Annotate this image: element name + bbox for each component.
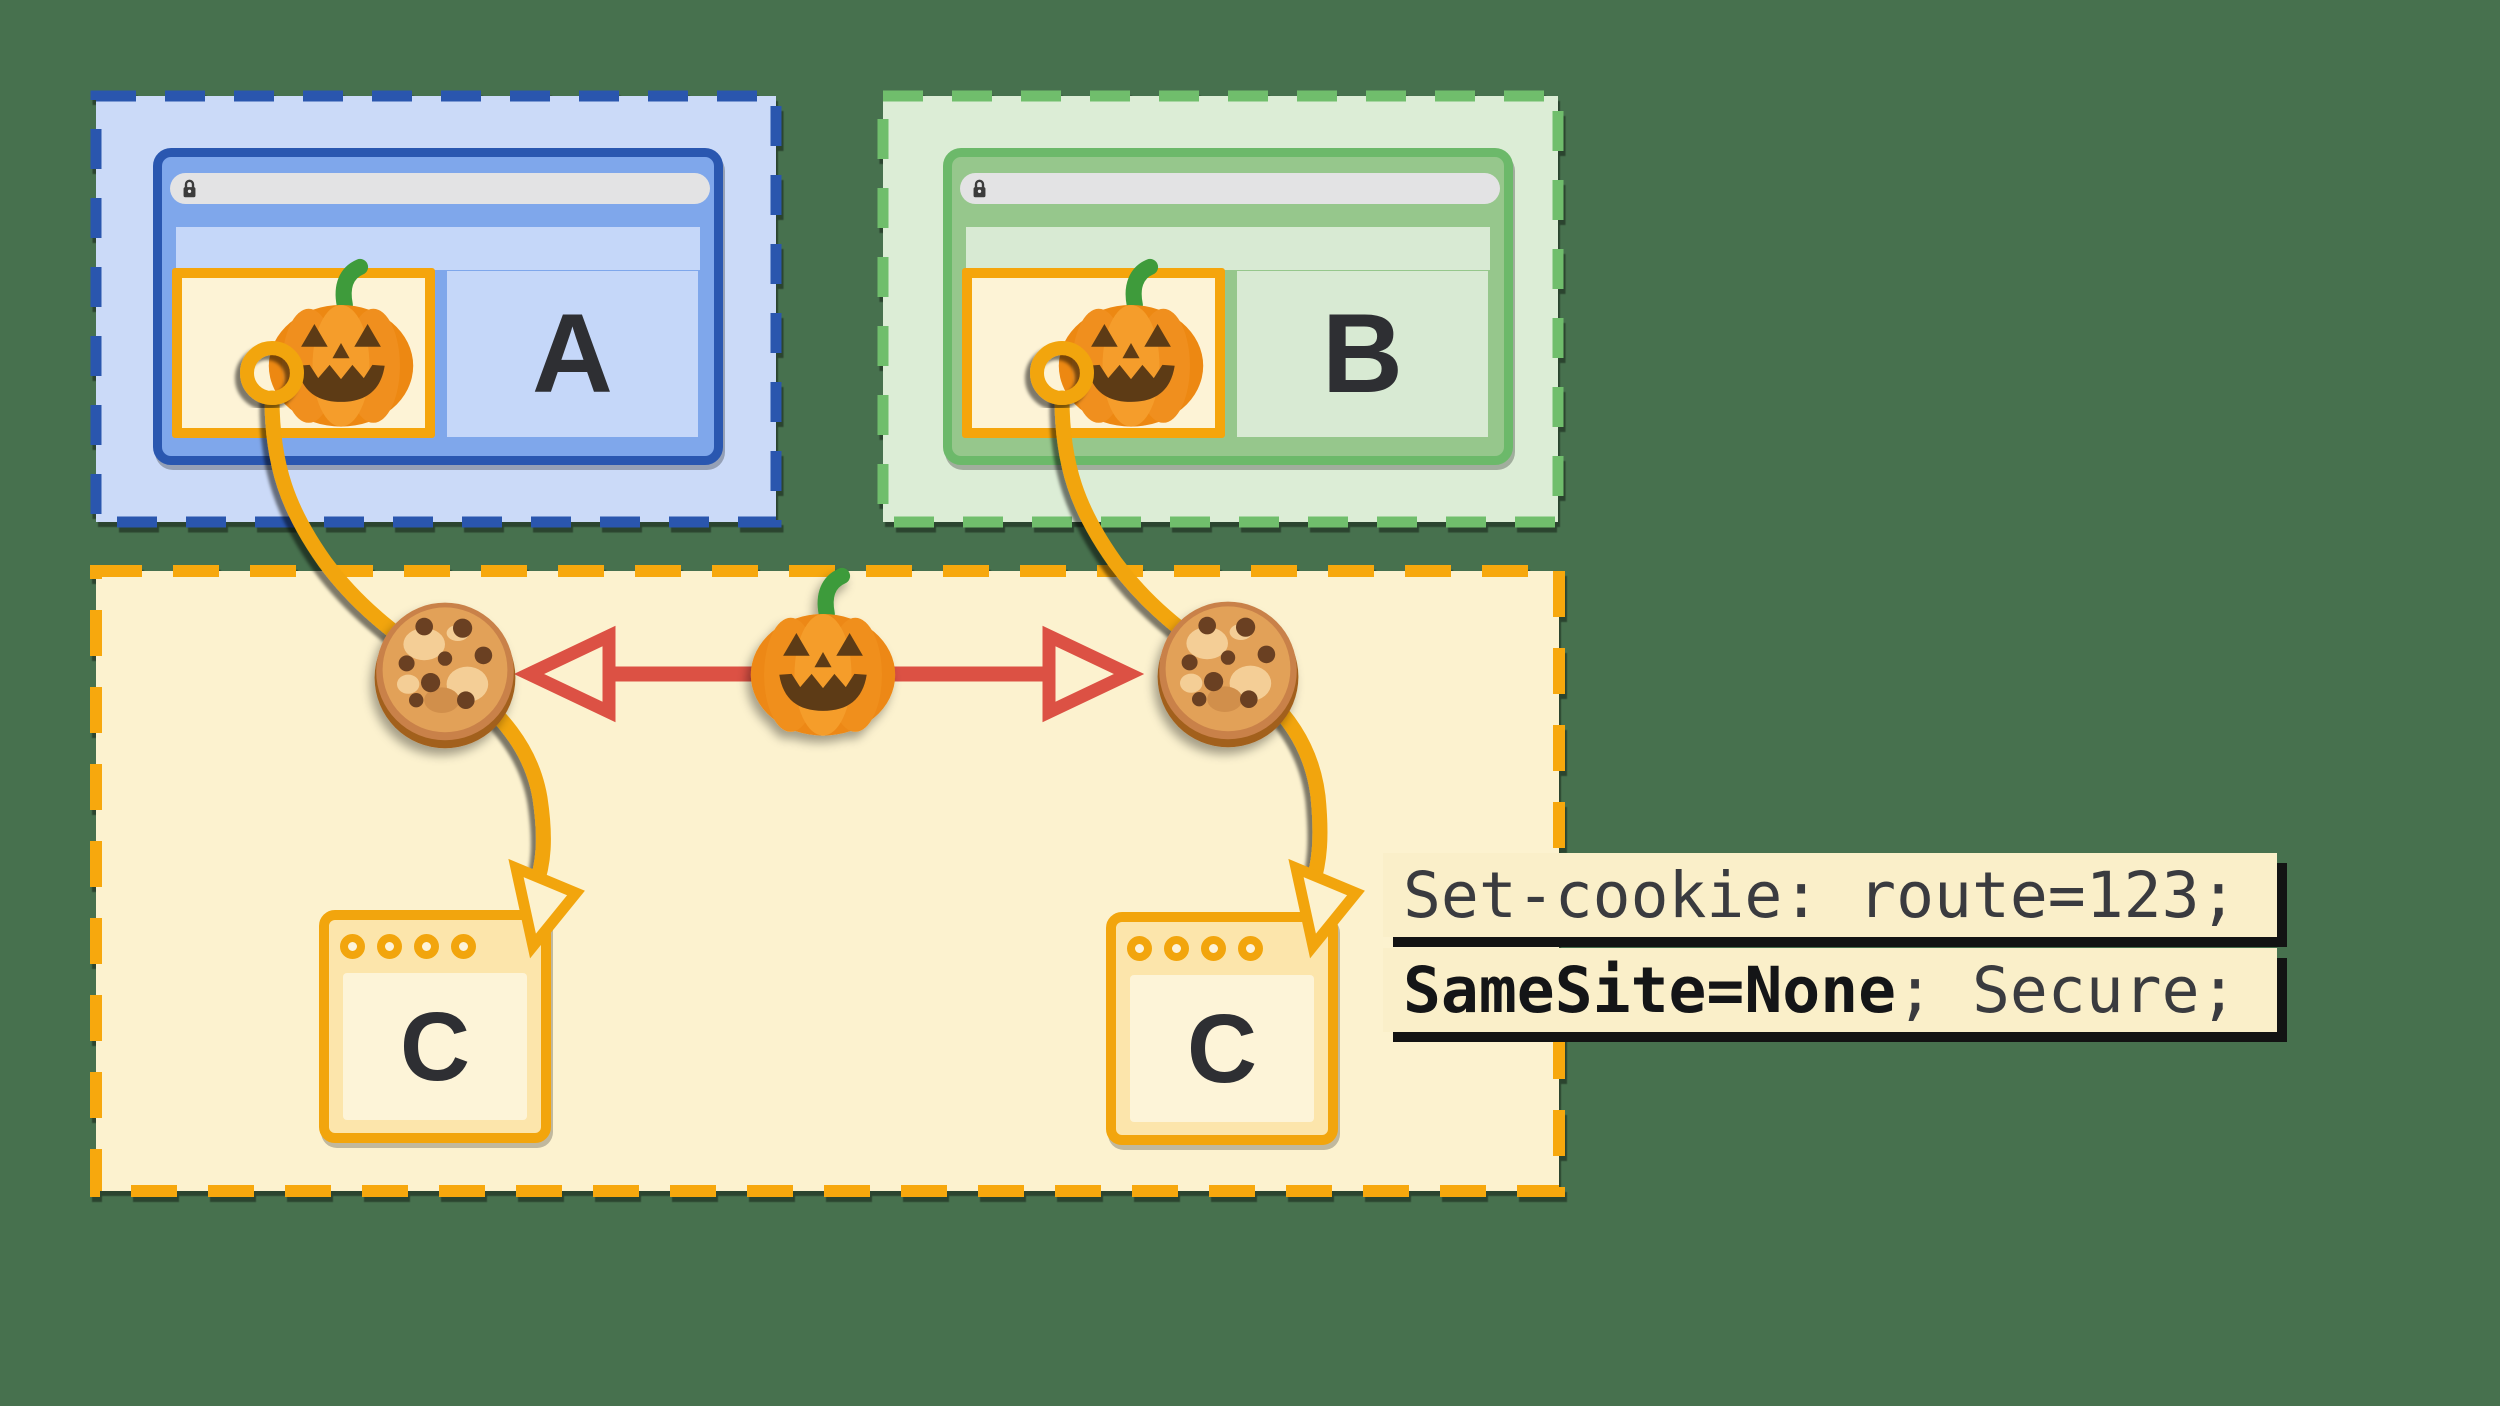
window-dot <box>414 934 439 959</box>
window-dot <box>451 934 476 959</box>
page-content-strip <box>966 227 1490 270</box>
browser-window-a: A <box>153 148 723 465</box>
site-b-content-pane: B <box>1237 271 1488 437</box>
server-pane: C <box>1130 975 1314 1122</box>
url-bar-b <box>960 173 1500 204</box>
code-text-bold: SameSite=None <box>1403 953 1897 1027</box>
window-dot <box>1201 936 1226 961</box>
third-party-iframe-b <box>962 268 1225 438</box>
site-a-label: A <box>532 291 613 416</box>
server-pane: C <box>343 973 527 1120</box>
window-dot <box>1238 936 1263 961</box>
site-b-label: B <box>1322 291 1403 416</box>
window-dot <box>377 934 402 959</box>
lock-icon <box>973 179 986 198</box>
window-dot <box>1164 936 1189 961</box>
code-snippet-line1: Set-cookie: route=123; <box>1383 853 2277 937</box>
url-bar-a <box>170 173 710 204</box>
site-a-content-pane: A <box>447 271 698 437</box>
server-window-c-right: C <box>1106 912 1338 1145</box>
server-window-c-left: C <box>319 910 551 1143</box>
code-text: Set-cookie: route=123; <box>1403 858 2238 932</box>
third-party-iframe-a <box>172 268 435 438</box>
lock-icon <box>183 179 196 198</box>
page-content-strip <box>176 227 700 270</box>
server-c-label: C <box>399 992 471 1101</box>
server-c-label: C <box>1186 994 1258 1103</box>
third-party-context-box <box>90 565 1565 1197</box>
window-dot <box>340 934 365 959</box>
code-text: ; Secure; <box>1896 953 2238 1027</box>
window-dot <box>1127 936 1152 961</box>
code-snippet-line2: SameSite=None; Secure; <box>1383 948 2277 1032</box>
browser-window-b: B <box>943 148 1513 465</box>
